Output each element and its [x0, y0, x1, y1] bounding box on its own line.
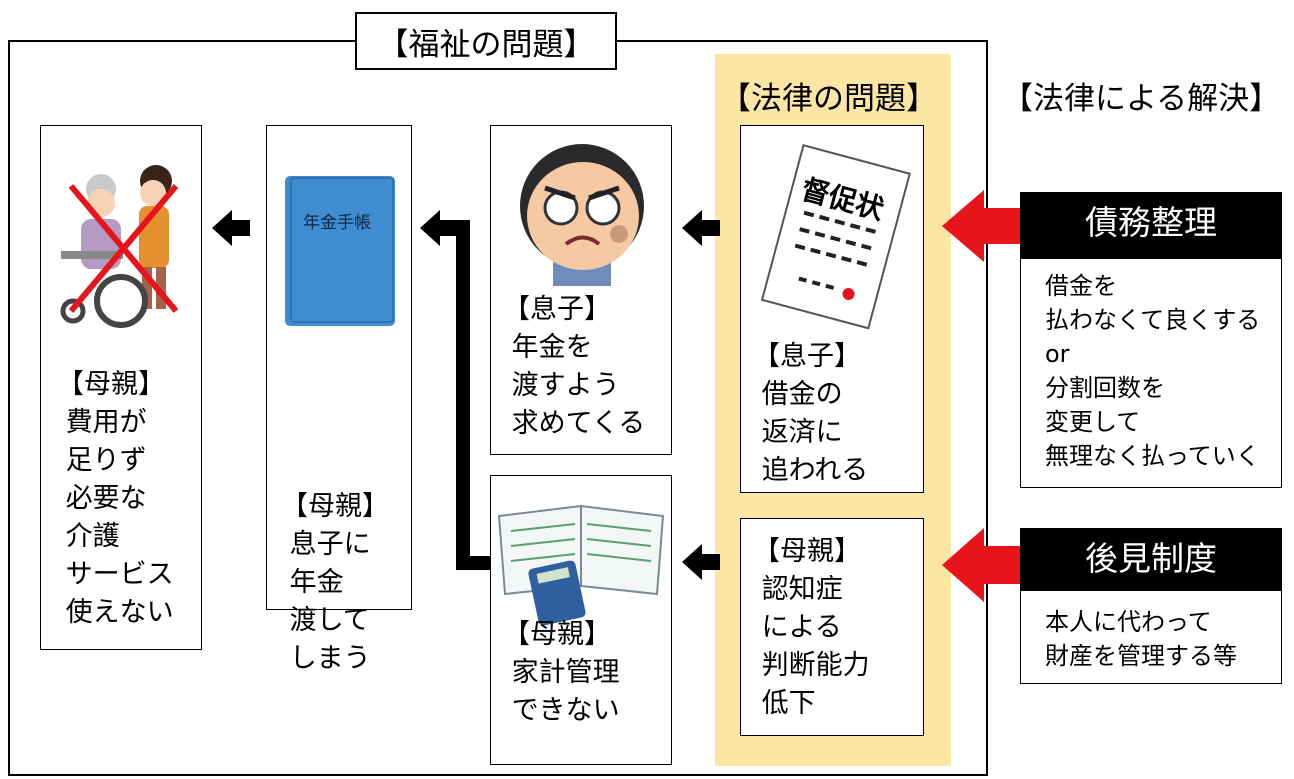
ledger-calculator-illustration	[497, 504, 665, 626]
connector-vertical	[456, 220, 470, 570]
red-arrow-guardian	[942, 528, 1020, 602]
card-son-demand: 【息子】 年金を 渡すよう 求めてくる	[490, 125, 672, 455]
wheelchair-illustration	[60, 165, 179, 328]
solution-guardian-body: 本人に代わって 財産を管理する等	[1020, 590, 1282, 684]
mother-care-text: 【母親】 費用が 足りず 必要な 介護 サービス 使えない	[57, 369, 174, 628]
card-mother-pension: 年金手帳 【母親】 息子に 年金 渡して しまう	[266, 125, 412, 674]
arrow-to-son-demand	[682, 210, 720, 246]
solution-header: 【法律による解決】	[1002, 81, 1281, 117]
mother-dementia-text: 【母親】 認知症 による 判断能力 低下	[753, 536, 870, 719]
arrow-to-mother-pension	[420, 210, 470, 246]
welfare-title: 【福祉の問題】	[355, 12, 617, 70]
arrow-to-mother-care	[212, 210, 250, 246]
card-mother-dementia: 【母親】 認知症 による 判断能力 低下	[740, 518, 924, 736]
arrow-to-mother-budget	[682, 544, 720, 580]
card-mother-care: 【母親】 費用が 足りず 必要な 介護 サービス 使えない	[40, 125, 202, 650]
solution-debt-title: 債務整理	[1020, 192, 1282, 258]
pension-book-label: 年金手帳	[303, 213, 371, 233]
law-title: 【法律の問題】	[720, 81, 937, 117]
solution-guardian-title: 後見制度	[1020, 528, 1282, 590]
mother-budget-text: 【母親】 家計管理 できない	[503, 619, 620, 726]
card-son-debt: 督促状 【息子】 借金の 返済に 追われる	[740, 125, 924, 493]
son-debt-text: 【息子】 借金の 返済に 追われる	[753, 341, 869, 486]
card-mother-budget: 【母親】 家計管理 できない	[490, 475, 672, 765]
angry-son-illustration	[520, 144, 644, 286]
demand-letter-illustration	[760, 144, 911, 330]
pension-book-illustration	[285, 176, 395, 326]
solution-debt-body: 借金を 払わなくて良くする or 分割回数を 変更して 無理なく払っていく	[1020, 258, 1282, 488]
mother-pension-text: 【母親】 息子に 年金 渡して しまう	[281, 491, 389, 674]
connector-bottom	[456, 556, 490, 570]
son-demand-text: 【息子】 年金を 渡すよう 求めてくる	[503, 294, 646, 439]
red-arrow-debt	[942, 190, 1020, 262]
